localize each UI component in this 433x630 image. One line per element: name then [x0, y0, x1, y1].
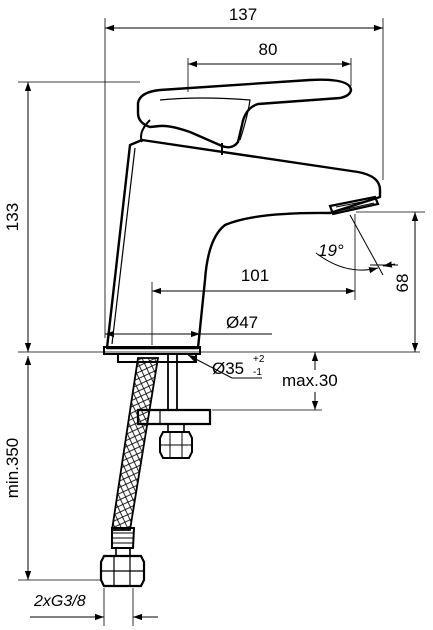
flex-hose	[99, 357, 160, 588]
dimension-lines	[18, 18, 425, 626]
label-max-deck: max.30	[282, 371, 338, 390]
label-hole-tolerance-minus: -1	[253, 367, 262, 378]
label-spout-reach: 101	[241, 266, 269, 285]
label-hole-diameter: Ø35	[212, 359, 244, 378]
faucet-body	[103, 119, 382, 355]
label-overall-width: 137	[229, 5, 257, 24]
label-spout-height: 68	[393, 274, 412, 293]
label-hose-length: min.350	[3, 438, 22, 498]
label-base-diameter: Ø47	[226, 313, 258, 332]
label-lever-length: 80	[259, 40, 278, 59]
label-spout-angle: 19°	[318, 241, 344, 260]
label-connection: 2xG3/8	[33, 593, 86, 610]
lever-handle	[136, 78, 353, 149]
label-hole-tolerance-plus: +2	[253, 354, 265, 365]
label-height: 133	[3, 203, 22, 231]
